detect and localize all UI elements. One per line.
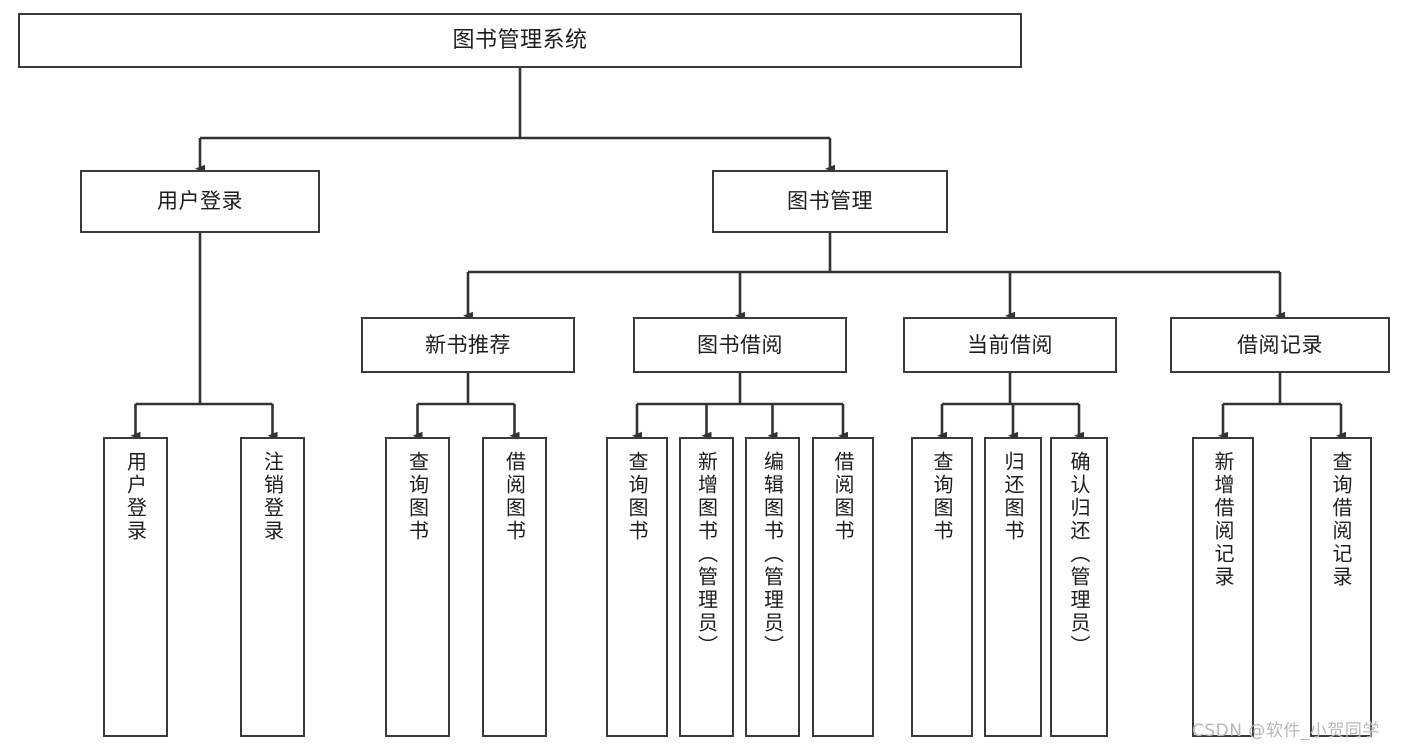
node-label-l_logout: 注销登录 (260, 451, 285, 543)
node-bookmgmt[interactable]: 图书管理 (712, 170, 948, 233)
node-label-b_lend: 借阅图书 (831, 451, 855, 543)
node-c_query[interactable]: 查询图书 (911, 437, 973, 737)
node-n_borrow[interactable]: 借阅图书 (482, 437, 547, 737)
node-login[interactable]: 用户登录 (80, 170, 320, 233)
node-label-root: 图书管理系统 (452, 27, 588, 53)
node-label-n_borrow: 借阅图书 (502, 451, 527, 543)
node-label-b_query: 查询图书 (625, 451, 649, 543)
node-l_logout[interactable]: 注销登录 (240, 437, 305, 737)
node-root[interactable]: 图书管理系统 (18, 13, 1022, 68)
node-label-bookmgmt: 图书管理 (787, 189, 873, 214)
node-label-login: 用户登录 (157, 189, 243, 214)
node-label-c_confirm: 确认归还（管理员） (1067, 451, 1091, 658)
node-current[interactable]: 当前借阅 (903, 317, 1117, 373)
node-n_query[interactable]: 查询图书 (385, 437, 450, 737)
node-b_query[interactable]: 查询图书 (606, 437, 668, 737)
node-label-b_add: 新增图书（管理员） (694, 451, 719, 658)
node-label-r_query: 查询借阅记录 (1329, 451, 1353, 589)
node-label-r_add: 新增借阅记录 (1211, 451, 1235, 589)
node-label-l_login: 用户登录 (123, 451, 148, 543)
node-label-c_return: 归还图书 (1001, 451, 1025, 543)
node-l_login[interactable]: 用户登录 (103, 437, 168, 737)
node-label-n_query: 查询图书 (405, 451, 430, 543)
csdn-watermark: CSDN @软件_小贺同学 (1192, 721, 1380, 741)
node-b_add[interactable]: 新增图书（管理员） (679, 437, 734, 737)
node-label-b_edit: 编辑图书（管理员） (760, 451, 785, 658)
node-label-current: 当前借阅 (967, 332, 1053, 357)
node-c_return[interactable]: 归还图书 (984, 437, 1042, 737)
node-label-newbooks: 新书推荐 (425, 332, 511, 357)
node-r_add[interactable]: 新增借阅记录 (1192, 437, 1254, 737)
node-label-borrow: 图书借阅 (697, 332, 783, 357)
node-records[interactable]: 借阅记录 (1170, 317, 1390, 373)
node-label-c_query: 查询图书 (930, 451, 954, 543)
node-label-records: 借阅记录 (1237, 332, 1323, 357)
node-c_confirm[interactable]: 确认归还（管理员） (1050, 437, 1108, 737)
node-b_lend[interactable]: 借阅图书 (812, 437, 874, 737)
node-r_query[interactable]: 查询借阅记录 (1310, 437, 1372, 737)
node-borrow[interactable]: 图书借阅 (633, 317, 847, 373)
node-b_edit[interactable]: 编辑图书（管理员） (745, 437, 800, 737)
node-newbooks[interactable]: 新书推荐 (361, 317, 575, 373)
